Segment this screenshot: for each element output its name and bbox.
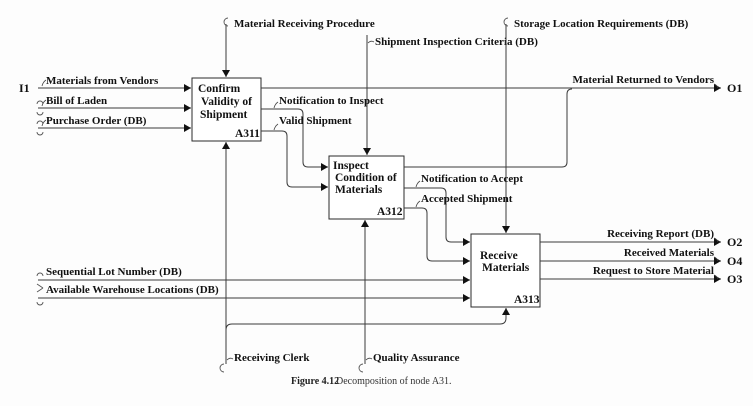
input-label-purchase-order: Purchase Order (DB) (46, 115, 147, 127)
input-label-available-warehouse-locations: Available Warehouse Locations (DB) (46, 284, 219, 296)
tunnel-icon (36, 111, 44, 116)
figure-caption-text: Decomposition of node A31. (336, 376, 452, 387)
icom-code-o2: O2 (727, 235, 742, 249)
output-label-material-returned-to-vendors: Material Returned to Vendors (573, 74, 715, 86)
internal-label-accepted-shipment: Accepted Shipment (421, 193, 513, 205)
internal-label-notification-to-accept: Notification to Accept (421, 173, 523, 185)
activity-box-a311-rect (191, 77, 262, 142)
label-squiggle (226, 357, 234, 361)
input-label-materials-from-vendors: Materials from Vendors (46, 75, 159, 87)
control-arrow-storage-location-requirements[interactable]: Storage Location Requirements (DB) (502, 17, 689, 233)
internal-arrow-accepted-shipment[interactable]: Accepted Shipment (404, 193, 513, 265)
internal-label-valid-shipment: Valid Shipment (279, 115, 352, 127)
internal-line-accepted-shipment (404, 207, 470, 265)
input-arrow-materials-from-vendors[interactable]: Materials from Vendors (38, 75, 191, 92)
internal-line-notification-to-accept (404, 187, 470, 246)
label-squiggle (41, 99, 47, 107)
label-squiggle (367, 40, 375, 44)
tunnel-icon (358, 363, 364, 373)
output-join-line-from-a312 (404, 88, 573, 168)
activity-a313-node-id: A313 (514, 294, 540, 306)
activity-box-a312[interactable]: Inspect Condition of Materials A312 (328, 155, 405, 220)
label-squiggle (713, 256, 719, 262)
internal-arrow-notification-to-accept[interactable]: Notification to Accept (404, 173, 523, 246)
input-label-bill-of-laden: Bill of Laden (46, 95, 107, 107)
output-arrow-request-to-store-material[interactable]: Request to Store Material O3 (540, 265, 742, 286)
control-label-material-receiving-procedure: Material Receiving Procedure (234, 18, 375, 30)
internal-line-notification-to-inspect (261, 108, 328, 171)
activity-a311-node-id: A311 (235, 128, 260, 140)
activity-box-a311[interactable]: Confirm Validity of Shipment A311 (191, 77, 262, 142)
input-arrow-purchase-order[interactable]: Purchase Order (DB) (36, 115, 191, 136)
control-label-storage-location-requirements: Storage Location Requirements (DB) (514, 18, 689, 30)
label-squiggle (415, 180, 421, 188)
activity-box-a313-rect (470, 233, 541, 308)
icom-code-o4: O4 (727, 254, 742, 268)
activity-a313-title-line-2: Materials (482, 262, 530, 274)
internal-arrow-valid-shipment[interactable]: Valid Shipment (261, 115, 352, 191)
label-squiggle (273, 101, 279, 109)
input-arrow-bill-of-laden[interactable]: Bill of Laden (36, 95, 191, 116)
label-squiggle (41, 79, 47, 87)
mechanism-arrow-receiving-clerk[interactable]: Receiving Clerk (219, 142, 510, 373)
mechanism-label-receiving-clerk: Receiving Clerk (234, 352, 310, 364)
control-arrow-material-receiving-procedure[interactable]: Material Receiving Procedure (222, 17, 375, 77)
tunnel-icon (36, 301, 44, 306)
output-label-request-to-store-material: Request to Store Material (593, 265, 714, 277)
icom-code-o3: O3 (727, 272, 742, 286)
mechanism-branch-line-to-a313 (225, 308, 510, 331)
activity-a311-title-line-2: Validity of (201, 96, 252, 108)
output-label-receiving-report: Receiving Report (DB) (607, 228, 714, 240)
internal-arrow-notification-to-inspect[interactable]: Notification to Inspect (261, 95, 384, 171)
tunnel-icon (503, 17, 509, 27)
activity-box-a312-rect (328, 155, 405, 220)
label-squiggle (273, 123, 279, 131)
activity-a312-node-id: A312 (377, 206, 403, 218)
figure-caption: Figure 4.12 Decomposition of node A31. (291, 376, 452, 387)
tunnel-icon (36, 100, 44, 105)
label-squiggle (41, 119, 47, 127)
internal-label-notification-to-inspect: Notification to Inspect (279, 95, 384, 107)
input-label-sequential-lot-number: Sequential Lot Number (DB) (46, 266, 182, 278)
label-squiggle (713, 237, 719, 243)
tunnel-icon (36, 120, 44, 125)
tunnel-icon (219, 363, 225, 373)
internal-line-valid-shipment (261, 130, 328, 191)
activity-a312-title-line-1: Inspect (333, 160, 369, 172)
mechanism-label-quality-assurance: Quality Assurance (373, 352, 460, 364)
output-label-received-materials: Received Materials (624, 247, 715, 259)
tunnel-icon (223, 17, 229, 27)
activity-a311-title-line-1: Confirm (198, 83, 241, 95)
mechanism-arrow-quality-assurance[interactable]: Quality Assurance (358, 220, 460, 373)
label-squiggle (713, 83, 719, 89)
activity-box-a313[interactable]: Receive Materials A313 (470, 233, 541, 308)
icom-code-o1: O1 (727, 81, 742, 95)
input-arrow-sequential-lot-number[interactable]: Sequential Lot Number (DB) (36, 266, 470, 284)
output-arrow-receiving-report[interactable]: Receiving Report (DB) O2 (540, 228, 742, 249)
input-arrow-available-warehouse-locations[interactable]: Available Warehouse Locations (DB) (36, 283, 470, 306)
activity-a311-title-line-3: Shipment (200, 109, 247, 121)
icom-code-i1: I1 (19, 81, 30, 95)
activity-a312-title-line-2: Condition of (335, 172, 397, 184)
output-arrow-material-returned-to-vendors[interactable]: Material Returned to Vendors O1 (261, 74, 742, 168)
tunnel-icon (36, 283, 44, 293)
activity-a313-title-line-1: Receive (480, 250, 518, 262)
tunnel-icon (36, 131, 44, 136)
figure-caption-label: Figure 4.12 (291, 376, 339, 387)
output-arrow-received-materials[interactable]: Received Materials O4 (540, 247, 742, 268)
control-arrow-shipment-inspection-criteria[interactable]: Shipment Inspection Criteria (DB) (363, 35, 538, 155)
label-squiggle (713, 274, 719, 280)
label-squiggle (415, 200, 421, 208)
control-label-shipment-inspection-criteria: Shipment Inspection Criteria (DB) (375, 36, 538, 48)
label-squiggle (365, 357, 373, 361)
tunnel-icon (36, 272, 44, 277)
activity-a312-title-line-3: Materials (335, 184, 383, 196)
